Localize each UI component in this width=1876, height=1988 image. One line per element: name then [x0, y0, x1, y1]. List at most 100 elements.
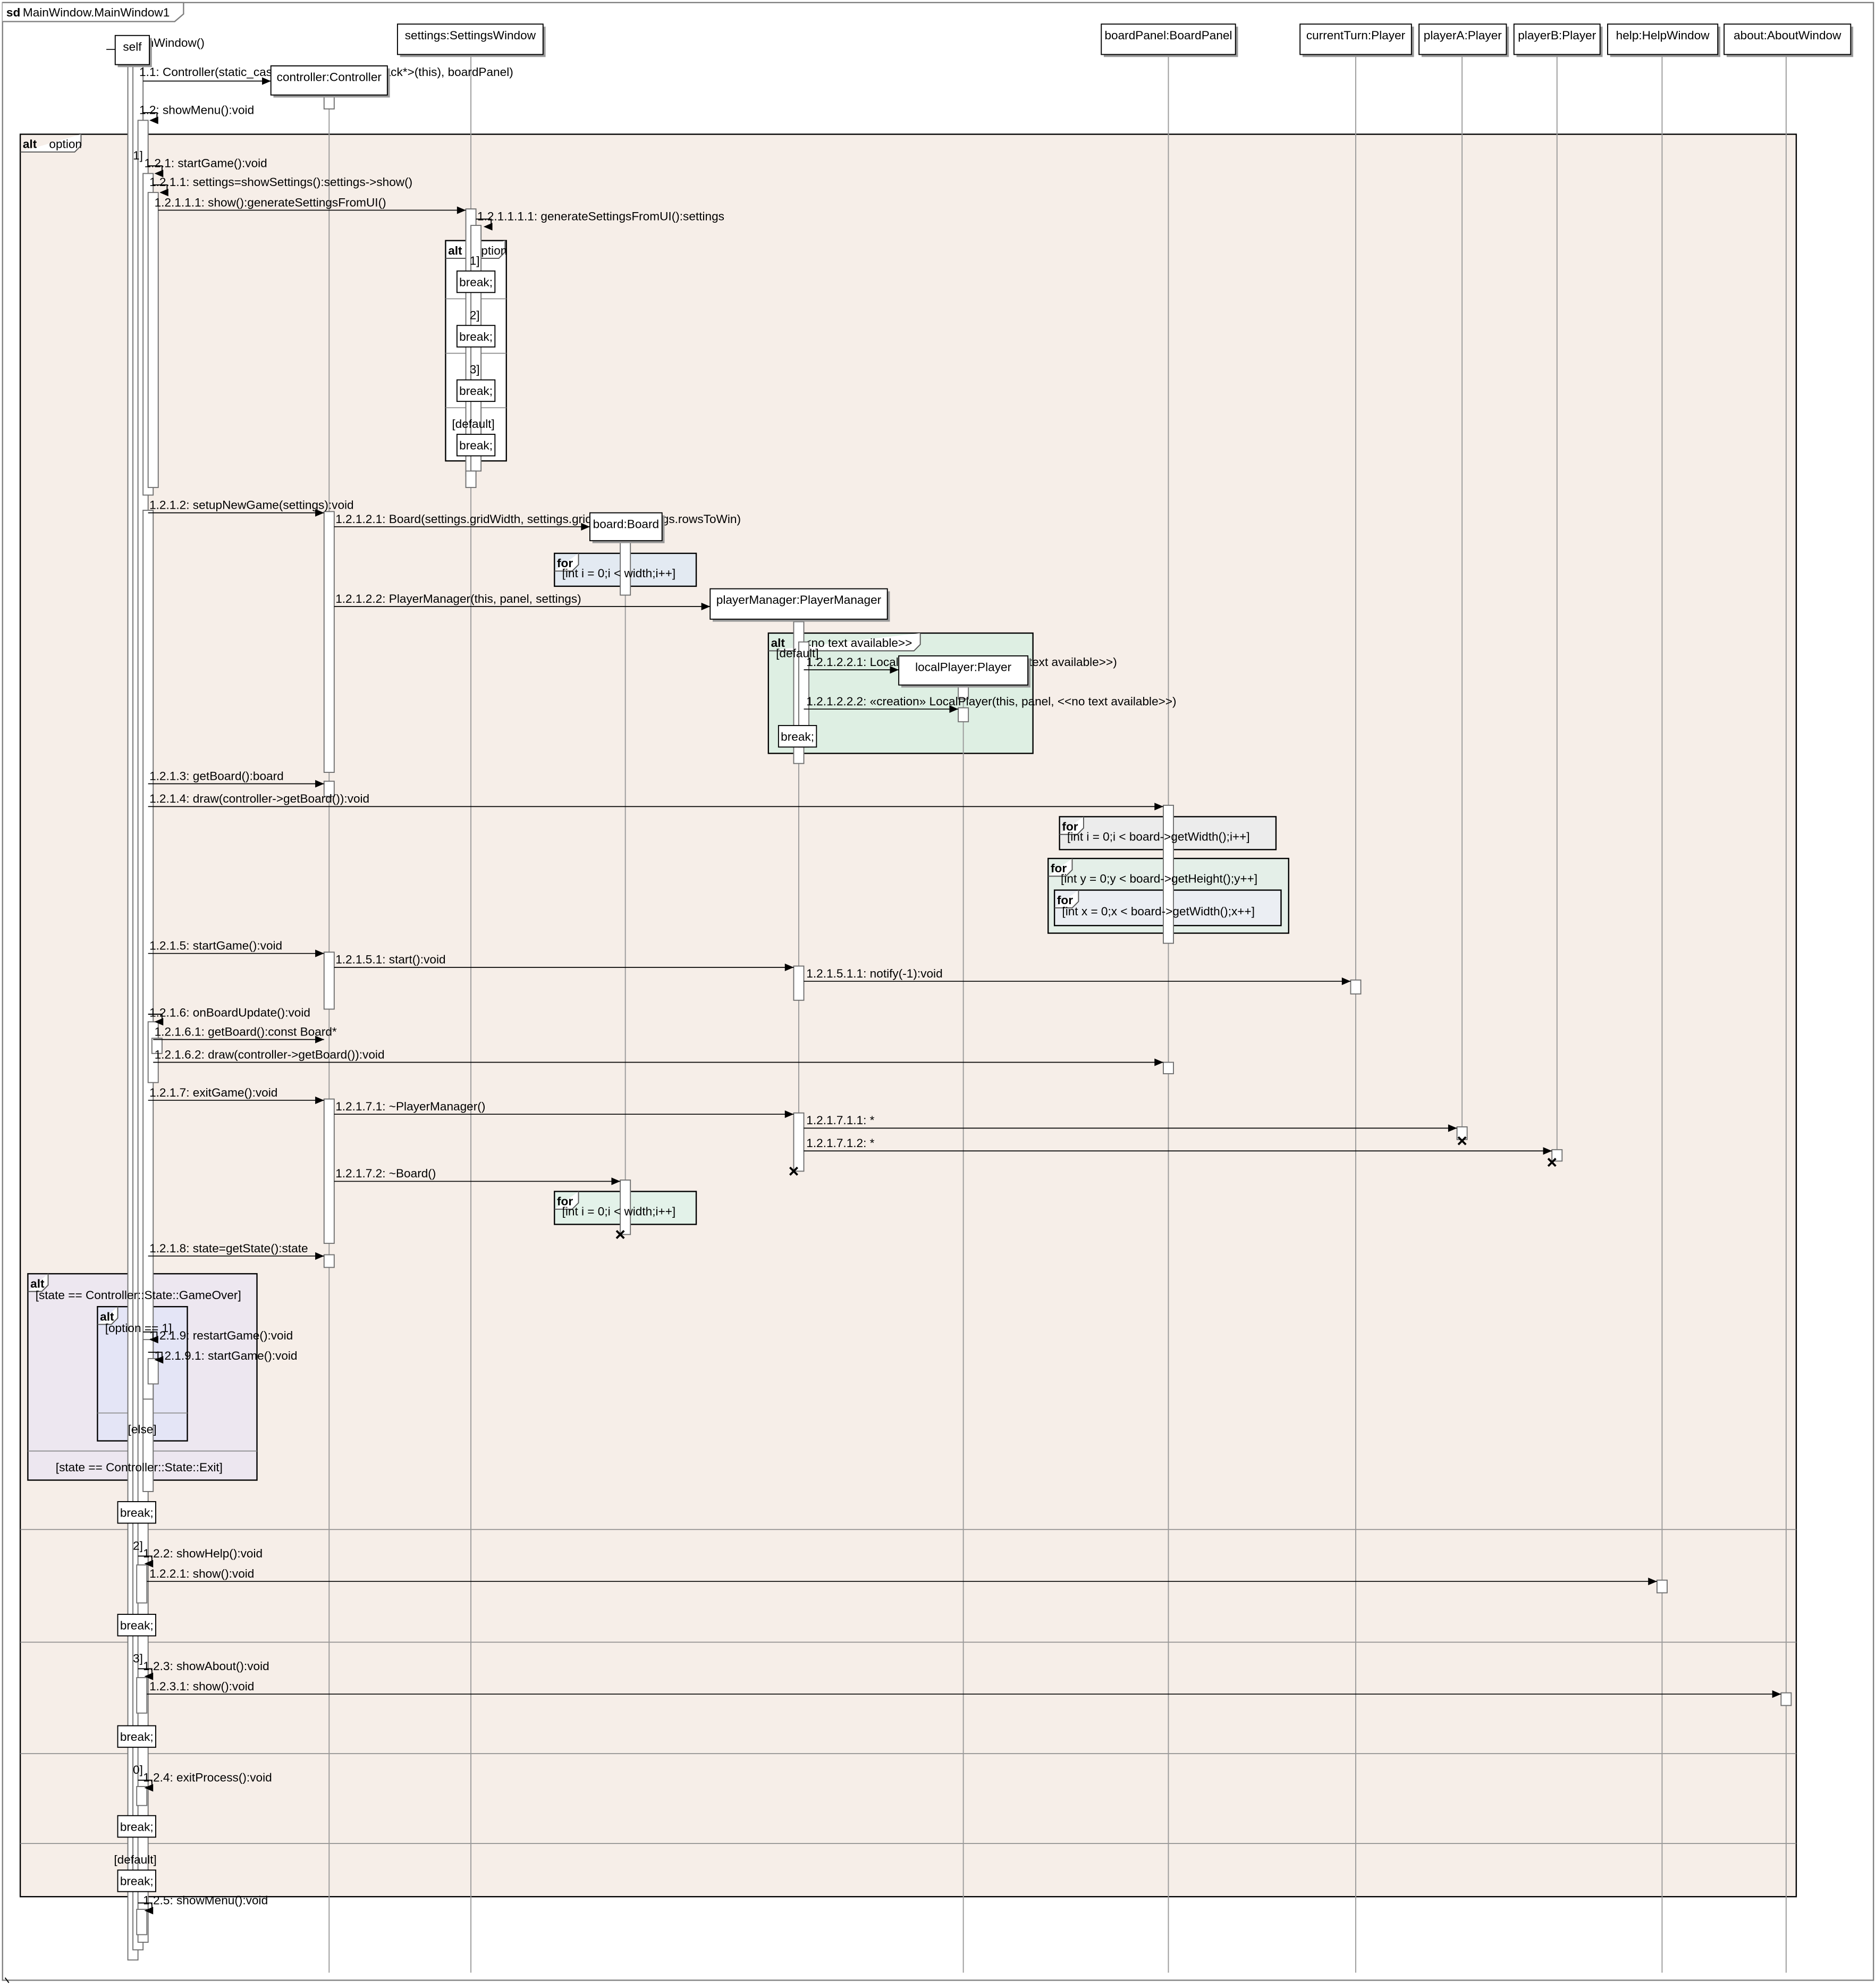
- break-label: break;: [120, 1820, 154, 1833]
- frame-keyword: sd: [6, 6, 20, 19]
- break-box: break;: [456, 379, 496, 402]
- message-label: 1.2.1.5: startGame():void: [149, 939, 282, 953]
- message-m1_2_1_8: 1.2.1.8: state=getState():state: [148, 1242, 324, 1260]
- break-box-frame: [456, 325, 496, 348]
- activation-bar: [323, 1254, 335, 1268]
- message-label: 1.2.1.9: restartGame():void: [149, 1329, 293, 1342]
- fragment-operator: alt: [30, 1277, 45, 1290]
- fragment-label: option: [49, 138, 82, 151]
- message-label: 1.2.1.8: state=getState():state: [149, 1242, 308, 1255]
- message-m1_2_1_9: 1.2.1.9: restartGame():void: [143, 1329, 293, 1344]
- fragment-tab: [1054, 890, 1079, 908]
- message-arrowhead: [784, 1110, 794, 1118]
- lifeline-head: [898, 655, 1029, 686]
- fragment-operator: alt: [23, 138, 37, 151]
- activation-bar: [323, 511, 335, 773]
- message-m1_2_1_6_1: 1.2.1.6.1: getBoard():const Board*: [153, 1025, 337, 1043]
- lifeline-label: playerA:Player: [1424, 29, 1502, 42]
- destroy-mark: [1547, 1158, 1557, 1167]
- message-m1_2_1_6_2: 1.2.1.6.2: draw(controller->getBoard()):…: [153, 1048, 1163, 1066]
- activation-bar: [323, 780, 335, 797]
- guard-g_main_def: [default]: [114, 1853, 156, 1866]
- message-m1_2_1_7_2: 1.2.1.7.2: ~Board(): [334, 1167, 621, 1185]
- message-label: 1.2: showMenu():void: [139, 103, 254, 116]
- lifeline-label: settings:SettingsWindow: [405, 29, 536, 42]
- message-label: 1.2.1.7.1.1: *: [806, 1114, 874, 1127]
- message-arrowhead: [1648, 1577, 1657, 1586]
- guard-g_for_draw2: [int y = 0;y < board->getHeight();y++]: [1061, 872, 1257, 885]
- lifeline-boardPanel: boardPanel:BoardPanel: [1101, 23, 1238, 57]
- guard-g_set_3: 3]: [470, 363, 480, 376]
- break-box-frame: [117, 1869, 156, 1892]
- lifeline-label: boardPanel:BoardPanel: [1104, 29, 1232, 42]
- message-m1_2_1_4: 1.2.1.4: draw(controller->getBoard()):vo…: [148, 792, 1163, 811]
- message-m1_2_1_5_1: 1.2.1.5.1: start():void: [334, 953, 794, 972]
- message-label: 1.2.1.6.1: getBoard():const Board*: [155, 1025, 337, 1038]
- break-box-frame: [117, 1815, 156, 1838]
- break-box: break;: [456, 434, 496, 457]
- message-m1_2_1_6: 1.2.1.6: onBoardUpdate():void: [148, 1006, 310, 1026]
- message-label: 1.2.1.7: exitGame():void: [149, 1086, 277, 1099]
- message-arrowhead: [315, 1252, 324, 1260]
- destroy-stroke: [789, 1166, 798, 1176]
- fragment-operator: for: [557, 557, 573, 570]
- lifeline-head: [1418, 23, 1507, 55]
- lifeline-label: playerManager:PlayerManager: [716, 593, 882, 606]
- message-arrowhead: [154, 1018, 164, 1026]
- break-box: break;: [456, 325, 496, 348]
- activation-bar: [136, 1786, 148, 1806]
- destroy-stroke: [1457, 1136, 1467, 1145]
- break-box: break;: [117, 1869, 156, 1892]
- activation-bar: [1163, 1062, 1174, 1074]
- message-m1_2_1_2: 1.2.1.2: setupNewGame(settings):void: [148, 499, 354, 517]
- break-box-frame: [456, 434, 496, 457]
- message-arrowhead: [701, 602, 711, 611]
- message-arrowhead: [315, 780, 324, 788]
- message-m1_2_1_1_1_1: 1.2.1.1.1.1: generateSettingsFromUI():se…: [476, 210, 724, 231]
- break-box: break;: [117, 1725, 156, 1748]
- message-m1_2_1_5: 1.2.1.5: startGame():void: [148, 939, 324, 957]
- message-arrowhead: [1154, 1058, 1163, 1066]
- lifeline-label: help:HelpWindow: [1616, 29, 1710, 42]
- guard-g_state_over: [state == Controller::State::GameOver]: [36, 1288, 241, 1302]
- destroy-stroke: [615, 1229, 625, 1239]
- message-label: 1.2.1.5.1.1: notify(-1):void: [806, 967, 942, 980]
- lifeline-label: currentTurn:Player: [1306, 29, 1406, 42]
- lifeline-playerB: playerB:Player: [1513, 23, 1603, 57]
- message-arrowhead: [144, 1560, 154, 1568]
- corner-mark: [4, 1977, 10, 1983]
- message-arrowhead: [611, 1177, 621, 1185]
- message-label: 1.2.1.7.1: ~PlayerManager(): [335, 1100, 485, 1113]
- message-m1_2_1_5_1_1: 1.2.1.5.1.1: notify(-1):void: [804, 967, 1351, 985]
- fragment-operator: for: [1062, 820, 1078, 833]
- message-label: 1.2.1.5.1: start():void: [335, 953, 445, 966]
- guard-g_main_0: 0]: [133, 1763, 143, 1776]
- fragment-operator: for: [1057, 894, 1073, 907]
- message-m1_2_1_7_1_1: 1.2.1.7.1.1: *: [804, 1114, 1457, 1132]
- message-arrowhead: [581, 523, 590, 531]
- break-box: break;: [456, 270, 496, 293]
- lifeline-head: [1299, 23, 1412, 55]
- guard-g_for_delete: [int i = 0;i < width;i++]: [562, 1205, 676, 1218]
- break-box-frame: [117, 1725, 156, 1748]
- lifeline-head: [396, 23, 544, 55]
- break-label: break;: [120, 1875, 154, 1888]
- activation-bar: [136, 1677, 148, 1714]
- message-arrowhead: [315, 949, 324, 957]
- lifeline-currentTurn: currentTurn:Player: [1299, 23, 1414, 57]
- message-m1_2_2_1: 1.2.2.1: show():void: [147, 1567, 1657, 1586]
- lifeline-head: [1723, 23, 1852, 55]
- fragment-operator: for: [557, 1195, 573, 1208]
- fragment-tab: [554, 1191, 579, 1210]
- activation-bar: [142, 510, 154, 1492]
- frame-tab: [2, 2, 184, 22]
- message-m1_2_1_1_1: 1.2.1.1.1: show():generateSettingsFromUI…: [155, 196, 466, 214]
- break-label: break;: [459, 384, 493, 398]
- guard-g_main_1: 1]: [133, 149, 143, 162]
- break-box-frame: [456, 379, 496, 402]
- fragment-box: [19, 133, 1797, 1898]
- lifeline-controller: controller:Controller: [270, 65, 390, 98]
- activation-bar: [1656, 1579, 1668, 1594]
- message-arrowhead: [154, 170, 164, 178]
